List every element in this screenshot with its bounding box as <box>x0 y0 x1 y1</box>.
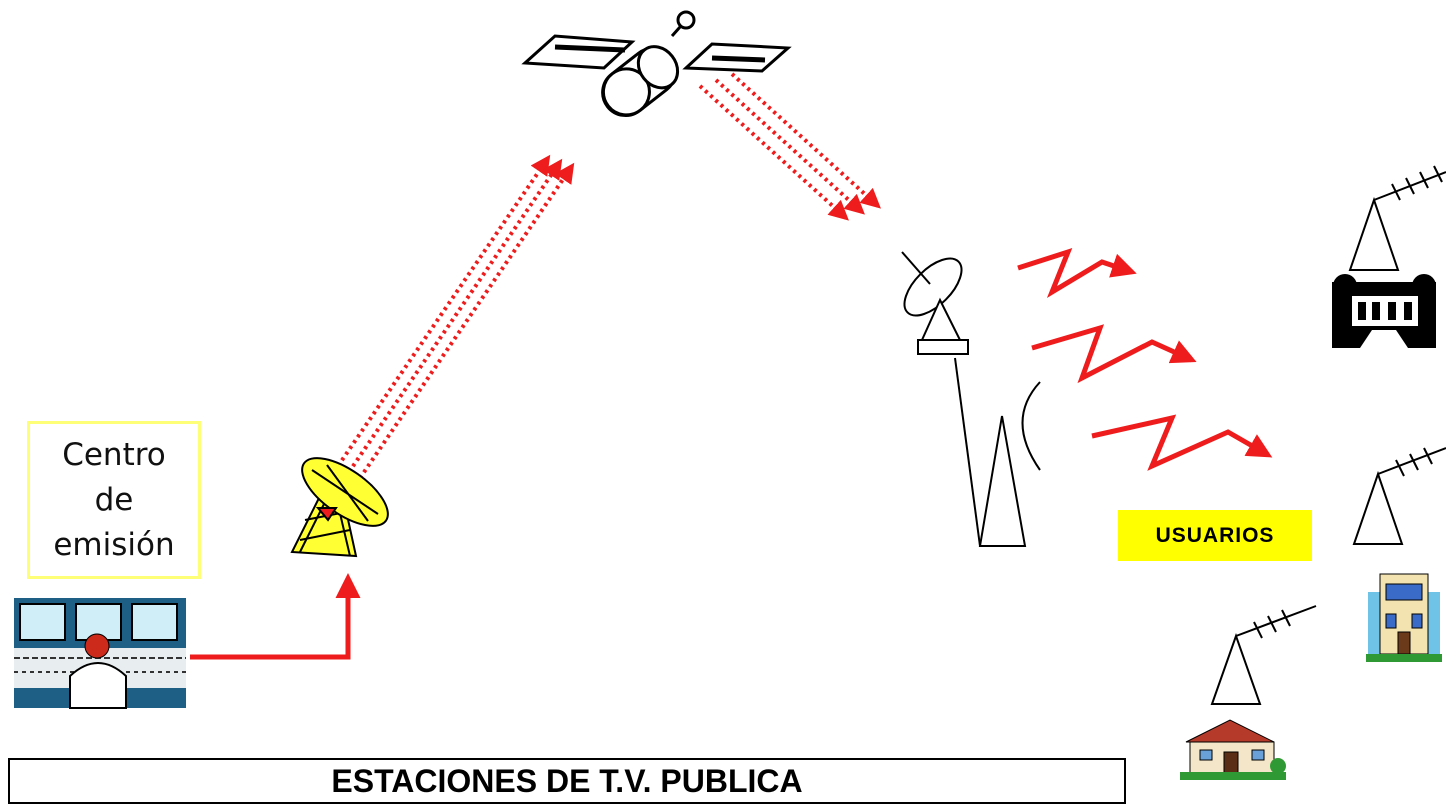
broadcast-center-label-box: Centro de emisión <box>27 421 201 579</box>
control-room-icon <box>14 598 186 709</box>
apartment-icon <box>1366 573 1442 662</box>
diagram-title-box: ESTACIONES DE T.V. PUBLICA <box>8 758 1126 804</box>
relay-dish-icon <box>901 251 969 355</box>
house-icon <box>1180 719 1286 780</box>
diagram-title: ESTACIONES DE T.V. PUBLICA <box>331 762 803 799</box>
uplink-beams <box>336 154 575 480</box>
tv-antenna-icon <box>1352 447 1446 545</box>
downlink-beams <box>698 72 881 221</box>
users-label: USUARIOS <box>1155 523 1275 547</box>
uplink-dish-icon <box>290 457 389 558</box>
tv-antenna-icon <box>1210 605 1317 705</box>
tv-antenna-icon <box>1348 165 1446 271</box>
transmitter-tower-icon <box>954 357 1041 547</box>
users-label-box: USUARIOS <box>1118 510 1312 561</box>
broadcast-bolts <box>1017 248 1273 471</box>
feed-line-arrow <box>190 573 361 660</box>
mansion-icon <box>1332 274 1436 348</box>
satellite-icon <box>521 10 792 117</box>
broadcast-center-label: Centro de emisión <box>53 436 175 563</box>
